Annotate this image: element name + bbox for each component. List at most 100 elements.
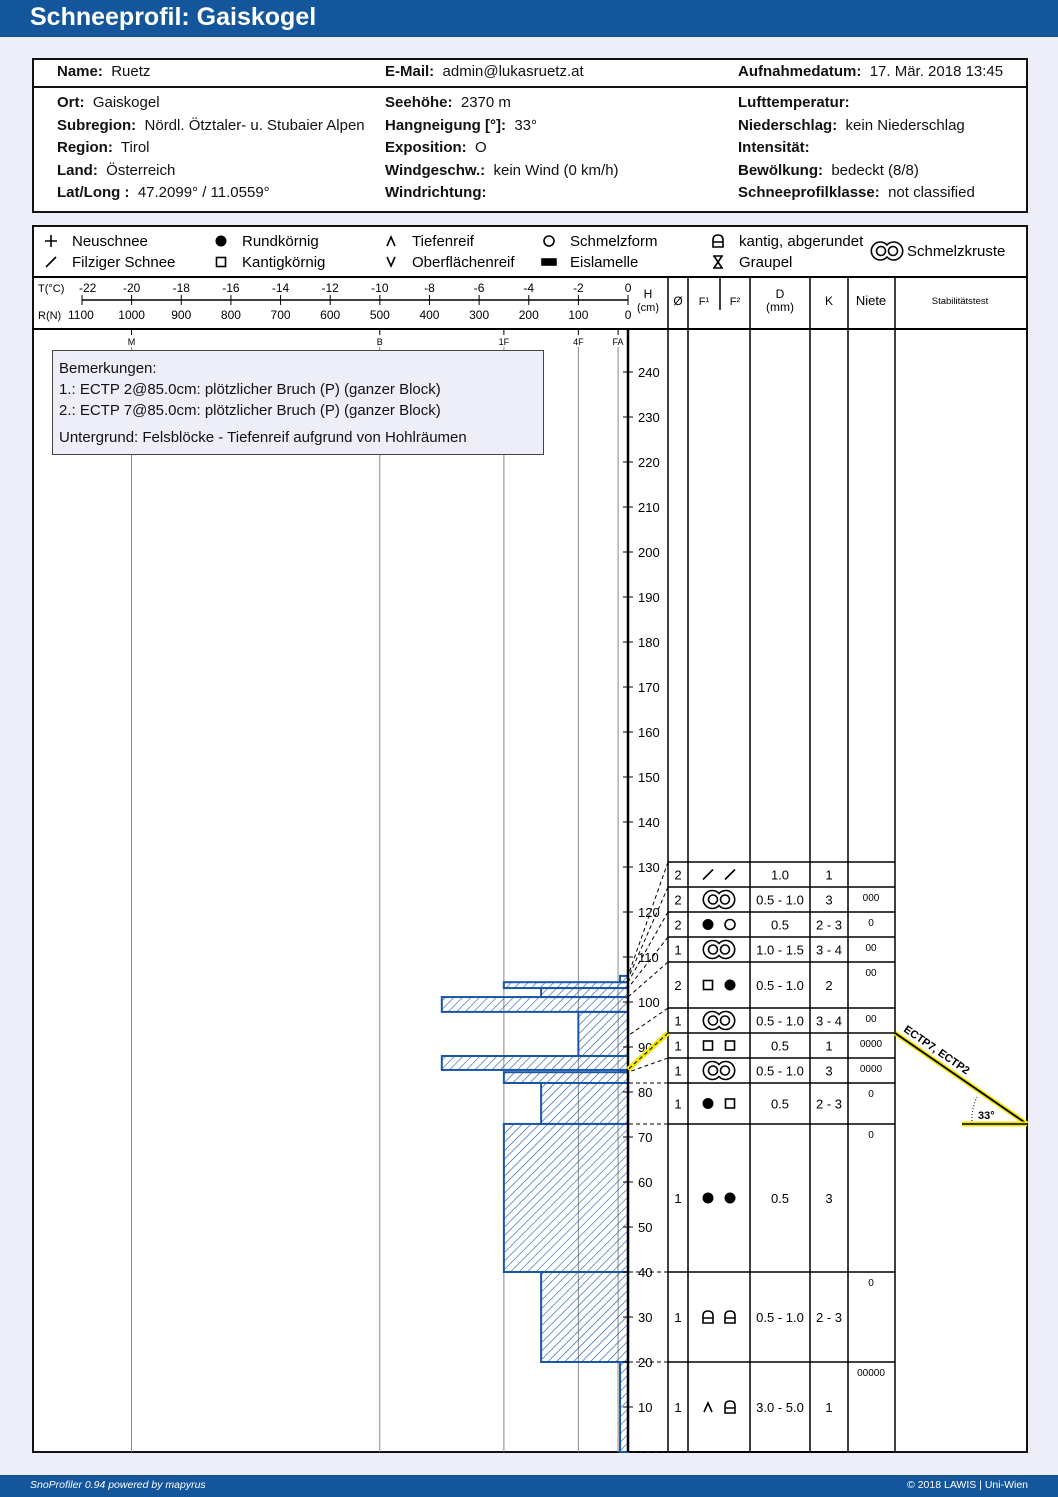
hourglass xyxy=(713,255,723,269)
r-tick-label: 500 xyxy=(370,308,390,322)
info-right-4-value: not classified xyxy=(888,184,975,201)
remarks-ground: Untergrund: Felsblöcke - Tiefenreif aufg… xyxy=(59,429,467,446)
ring xyxy=(543,235,555,247)
cell-diameter: 1 xyxy=(674,1014,681,1029)
info-left-0: Ort: Gaiskogel xyxy=(57,94,160,111)
square xyxy=(724,1040,736,1051)
layer-connector xyxy=(627,911,669,983)
height-tick-label: 110 xyxy=(638,950,659,965)
grain-crust-icon xyxy=(702,1060,736,1081)
grain-f2-mixed-icon xyxy=(724,1310,736,1324)
height-tick-label: 170 xyxy=(638,680,660,695)
r-tick-label: 100 xyxy=(568,308,588,322)
height-tick-label: 30 xyxy=(638,1310,652,1325)
ring xyxy=(719,894,731,905)
r-tick-label: 400 xyxy=(419,308,439,322)
cell-grain-size: 0.5 xyxy=(771,1039,789,1054)
layer-connector xyxy=(627,1032,669,1070)
legend-melt-icon xyxy=(543,235,555,247)
grain-f1-facet-icon xyxy=(702,979,714,991)
info-left-2: Region: Tirol xyxy=(57,139,150,156)
info-left-0-label: Ort: xyxy=(57,94,85,111)
height-tick-label: 230 xyxy=(638,410,660,425)
dot xyxy=(702,1192,714,1204)
height-tick-label: 190 xyxy=(638,590,660,605)
height-tick-label: 160 xyxy=(638,725,660,740)
hardness-layer xyxy=(502,1122,629,1273)
date-field-value: 17. Mär. 2018 13:45 xyxy=(869,63,1004,80)
dot xyxy=(724,1192,736,1204)
info-mid-2-label: Exposition: xyxy=(385,139,467,156)
cell-niete: 00 xyxy=(865,1014,877,1025)
cell-diameter: 1 xyxy=(674,1039,681,1054)
grain-f1-round-icon xyxy=(702,919,714,930)
height-tick-label: 150 xyxy=(638,770,660,785)
grain-f1-facet-icon xyxy=(702,1040,714,1051)
legend-round-icon xyxy=(215,235,227,247)
height-tick-label: 100 xyxy=(638,995,660,1010)
t-tick-label: -22 xyxy=(79,281,97,295)
grain-f2-melt-icon xyxy=(724,918,736,931)
ring xyxy=(719,1065,731,1076)
remark-line: 2.: ECTP 7@85.0cm: plötzlicher Bruch (P)… xyxy=(59,402,441,419)
square xyxy=(215,256,227,268)
outline xyxy=(702,1010,736,1031)
cell-niete: 0000 xyxy=(860,1064,883,1075)
outline xyxy=(702,939,736,960)
grain-f1-depth-icon xyxy=(703,1401,713,1413)
cell-grain-size: 3.0 - 5.0 xyxy=(756,1400,804,1415)
name-field-label: Name: xyxy=(57,63,103,80)
layer-connector xyxy=(627,861,669,977)
hardness-layer xyxy=(540,987,629,999)
caret xyxy=(386,235,396,247)
cell-diameter: 1 xyxy=(674,1310,681,1325)
cell-niete: 0 xyxy=(868,1089,874,1100)
t-tick-label: -10 xyxy=(371,281,389,295)
legend-facet-icon xyxy=(215,256,227,268)
page-title: Schneeprofil: Gaiskogel xyxy=(0,0,1058,37)
date-field: Aufnahmedatum: 17. Mär. 2018 13:45 xyxy=(738,63,1003,80)
cell-hardness: 1 xyxy=(825,1039,832,1054)
t-tick-label: -12 xyxy=(322,281,340,295)
grain-f1-decomposed-icon xyxy=(702,868,714,881)
arch xyxy=(724,1310,736,1324)
grain-f2-round-icon xyxy=(724,979,736,991)
height-tick-label: 180 xyxy=(638,635,660,650)
cell-hardness: 3 xyxy=(825,893,832,908)
legend-mixed-icon xyxy=(712,234,724,248)
legend-surface-icon xyxy=(386,256,396,268)
height-tick-label: 50 xyxy=(638,1220,652,1235)
grain-crust-icon xyxy=(702,939,736,960)
cell-grain-size: 0.5 - 1.0 xyxy=(756,978,804,993)
legend-label: Graupel xyxy=(739,254,792,271)
col-k: K xyxy=(825,294,833,308)
caret xyxy=(703,1401,713,1413)
height-tick-label: 210 xyxy=(638,500,660,515)
ring xyxy=(887,245,899,257)
r-tick-label: 800 xyxy=(221,308,241,322)
legend-depth-icon xyxy=(386,235,396,247)
email-field: E-Mail: admin@lukasruetz.at xyxy=(385,63,584,80)
cell-niete: 000 xyxy=(863,893,880,904)
grain-f1-round-icon xyxy=(702,1098,714,1109)
footer-credits: SnoProfiler 0.94 powered by mapyrus xyxy=(30,1479,206,1491)
cell-diameter: 2 xyxy=(674,978,681,993)
r-tick-label: 1100 xyxy=(68,308,94,322)
r-axis-label: R(N) xyxy=(38,310,61,322)
t-tick-label: -2 xyxy=(573,281,584,295)
info-right-2-label: Intensität: xyxy=(738,139,810,156)
legend-label: Eislamelle xyxy=(570,254,638,271)
layer-connector xyxy=(627,936,669,989)
info-right-3: Bewölkung: bedeckt (8/8) xyxy=(738,162,919,179)
legend-decomposed-icon xyxy=(45,256,57,268)
cell-hardness: 1 xyxy=(825,868,832,883)
hardness-label: M xyxy=(128,337,136,347)
height-tick-label: 60 xyxy=(638,1175,652,1190)
info-right-0: Lufttemperatur: xyxy=(738,94,854,111)
cell-niete: 00 xyxy=(865,968,877,979)
legend-label: Tiefenreif xyxy=(412,233,475,250)
hardness-layer xyxy=(440,996,629,1013)
remarks-box: Bemerkungen: 1.: ECTP 2@85.0cm: plötzlic… xyxy=(52,350,544,455)
cell-niete: 0 xyxy=(868,1278,874,1289)
dot xyxy=(215,235,227,247)
